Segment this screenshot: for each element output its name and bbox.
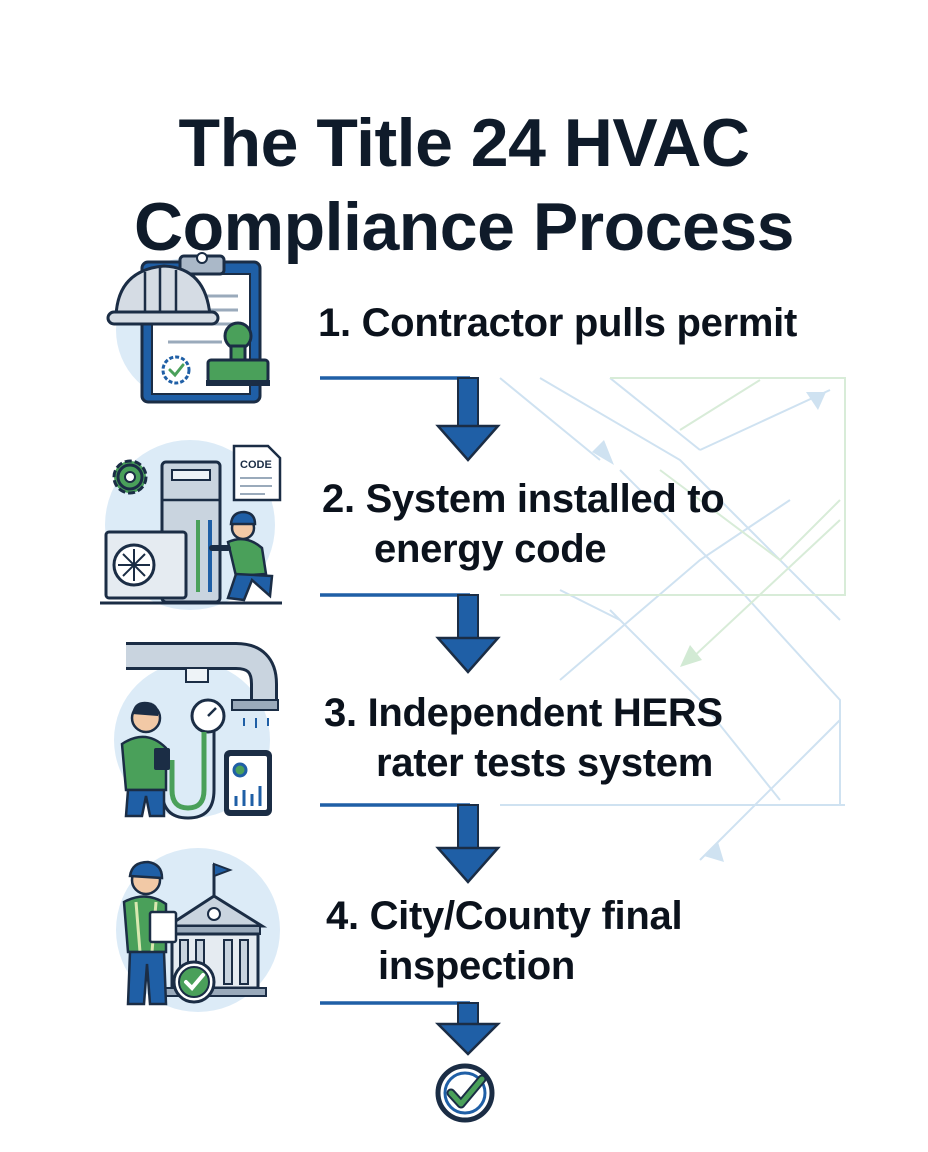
check-circle-icon [435,1063,495,1123]
step-3-label: 3. Independent HERS rater tests system [324,688,723,788]
step-4-label: 4. City/County final inspection [326,891,683,991]
city-inspector-building-icon [116,848,280,1012]
page-title: The Title 24 HVAC Compliance Process [0,101,928,269]
step-1-line-1: 1. Contractor pulls permit [318,301,797,345]
step-1-label: 1. Contractor pulls permit [318,298,797,348]
step-2-label: 2. System installed to energy code [322,474,725,574]
background-network-lines [499,377,846,862]
hers-rater-gauge-icon [114,642,279,820]
connector-lines [320,376,470,1005]
step-2-line-1: 2. System installed to [322,477,725,521]
code-document-label: CODE [240,459,272,471]
title-line-2: Compliance Process [134,188,794,265]
step-3-line-1: 3. Independent HERS [324,691,723,735]
flow-arrow-1 [435,377,501,462]
step-4-line-1: 4. City/County final [326,894,683,938]
gear-icon [112,459,148,495]
step-3-line-2: rater tests system [376,741,714,785]
hvac-installer-icon: CODE [100,440,282,610]
flow-arrow-4 [434,1002,502,1056]
step-4-line-2: inspection [378,944,576,988]
flow-arrow-2 [435,594,501,674]
clipboard-hardhat-stamp-icon [106,252,270,404]
flow-arrow-3 [435,804,501,884]
title-line-1: The Title 24 HVAC [178,104,750,181]
step-2-line-2: energy code [374,527,607,571]
